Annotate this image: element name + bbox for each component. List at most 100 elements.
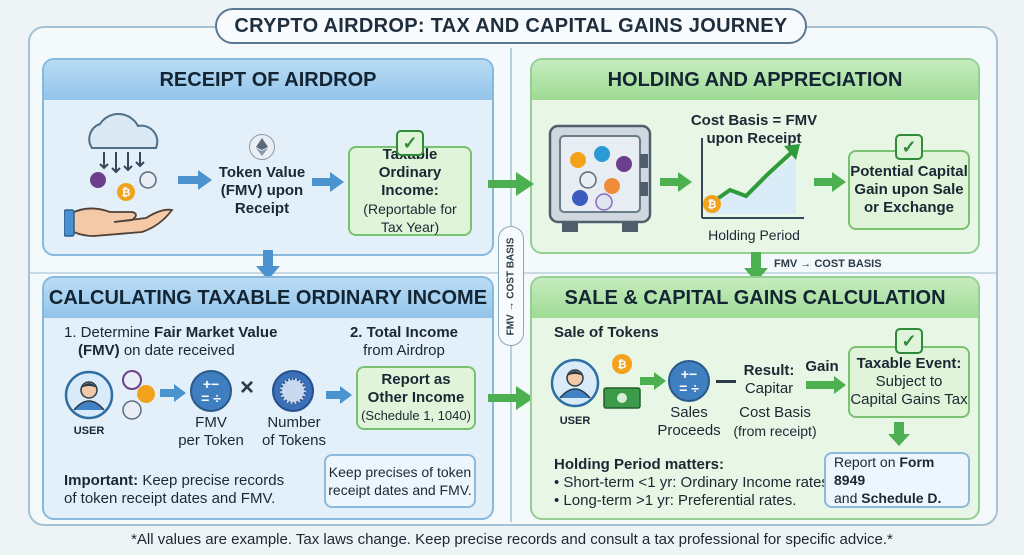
sale-cost-basis-line1: Cost Basis [739,404,811,421]
step1-rest: on date received [119,342,235,359]
minus-icon [716,380,736,383]
arrow-right-icon [326,386,352,404]
records-note-box: Keep precises of token receipt dates and… [324,454,476,508]
calculator-icon: +−= ÷ [190,370,232,412]
arrow-down-icon [888,422,910,446]
check-icon: ✓ [895,328,923,354]
arrow-right-icon [160,384,186,402]
potential-line2: Gain upon Sale [854,181,964,198]
step1-line1: 1. Determine Fair Market Value [64,324,304,342]
step1-fmv: (FMV) [78,342,120,359]
arrow-right-icon [488,386,534,410]
holding-matters-label: Holding Period matters: [554,456,725,473]
user-icon [64,370,114,420]
report-form-line2: and Schedule D. [834,489,941,507]
step2-line2: from Airdrop [363,342,445,359]
sales-proceeds-line2: Proceeds [657,422,721,439]
token-value-line2: (FMV) upon [220,182,304,199]
calculator-icon: +−= ÷ [668,360,710,402]
arrow-right-icon [488,172,534,196]
sale-cost-basis: Cost Basis (from receipt) [730,404,820,440]
arrow-right-icon [806,376,846,394]
fmv-cost-basis-vertical-label: FMV → COST BASIS [498,226,524,346]
holding-period-label: Holding Period [708,227,800,243]
long-term-label: • Long-term >1 yr: Preferential rates. [554,492,797,509]
arrow-right-icon [660,172,692,192]
panel-holding-header: HOLDING AND APPRECIATION [532,60,978,100]
step1-prefix: 1. Determine [64,324,155,341]
taxable-ordinary-income-box: Taxable Ordinary Income: (Reportable for… [348,146,472,236]
gain-label: Gain [805,358,839,375]
svg-text:₿: ₿ [618,359,627,371]
number-of-tokens-line1: Number [267,414,321,431]
sale-of-tokens-label: Sale of Tokens [554,324,659,341]
result-line1: Result: [743,362,795,379]
check-icon: ✓ [396,130,424,156]
result-line2: Capitar [744,380,794,397]
taxable-event-box: Taxable Event: Subject to Capital Gains … [848,346,970,418]
fmv-cost-basis-vertical-text: FMV → COST BASIS [505,237,517,335]
fmv-cost-basis-horizontal-label: FMV → COST BASIS [774,258,882,270]
report-form: Form 8949 [834,454,935,488]
airdrop-cloud-hand-icon: ₿ [64,113,174,237]
step1-bold: Fair Market Value [154,324,278,341]
panel-receipt-header: RECEIPT OF AIRDROP [44,60,492,100]
taxable-event-line2: Capital Gains Tax [850,391,968,408]
user-icon [550,358,600,408]
arrow-right-icon [640,372,666,390]
arrow-right-icon [814,172,846,192]
growth-chart-icon: ₿ [701,138,804,219]
arrow-right-icon [312,172,344,192]
vault-icon [548,124,652,232]
panel-calculating-header: CALCULATING TAXABLE ORDINARY INCOME [44,278,492,318]
token-value-block: Token Value (FMV) upon Receipt [214,134,310,224]
check-icon: ✓ [895,134,923,160]
cost-basis-label: Cost Basis = FMV upon Receipt [684,112,824,148]
number-of-tokens-line2: of Tokens [262,432,326,449]
token-value-line1: Token Value [218,164,306,181]
multiply-icon: × [240,374,255,401]
report-title-line1: Report as [381,371,451,388]
panel-sale-header: SALE & CAPITAL GAINS CALCULATION [532,278,978,318]
note-line2: receipt dates and FMV. [328,482,472,498]
potential-line3: or Exchange [863,199,955,216]
arrow-down-icon [256,250,280,280]
coin-cash-icon: ₿ [603,354,641,409]
fmv-per-token-line2: per Token [178,432,244,449]
arrow-down-icon [744,252,768,282]
step2-block: 2. Total Income from Airdrop [344,324,464,360]
important-rest: Keep precise records [138,472,285,489]
sales-proceeds: Sales Proceeds [654,404,724,440]
report-title-line2: Other Income [367,389,465,406]
report-prefix: Report on [834,454,900,470]
taxable-sub-line2: Tax Year) [380,219,440,235]
fmv-per-token: FMV per Token [176,414,246,450]
taxable-event-line1: Subject to [875,373,943,390]
report-form-line1: Report on Form 8949 [834,453,968,489]
important-bold: Important: [64,472,139,489]
step2-line1: 2. Total Income [349,324,459,341]
taxable-event-title: Taxable Event: [856,355,962,372]
footer-disclaimer: *All values are example. Tax laws change… [131,531,893,548]
user-label: USER [73,425,105,437]
token-value-line3: Receipt [234,200,290,217]
cost-basis-line2: upon Receipt [706,130,802,147]
step1-line2: (FMV) on date received [78,342,298,360]
important-line2: of token receipt dates and FMV. [64,490,276,507]
potential-line1: Potential Capital [850,163,968,180]
coins-icon [122,370,155,420]
report-and: and [834,490,862,506]
potential-capital-gain-box: Potential Capital Gain upon Sale or Exch… [848,150,970,230]
arrow-right-icon [178,170,212,190]
cost-basis-line1: Cost Basis = FMV [690,112,818,129]
sales-proceeds-line1: Sales [670,404,708,421]
short-term-label: • Short-term <1 yr: Ordinary Income rate… [554,474,834,491]
important-line1: Important: Keep precise records [64,472,304,490]
svg-text:₿: ₿ [122,187,131,199]
report-other-income-box: Report as Other Income (Schedule 1, 1040… [356,366,476,430]
svg-text:₿: ₿ [708,199,717,211]
note-line1: Keep precises of token [328,464,472,480]
number-of-tokens: Number of Tokens [256,414,332,450]
ethereum-icon [249,134,275,160]
sale-user-label: USER [559,415,591,427]
